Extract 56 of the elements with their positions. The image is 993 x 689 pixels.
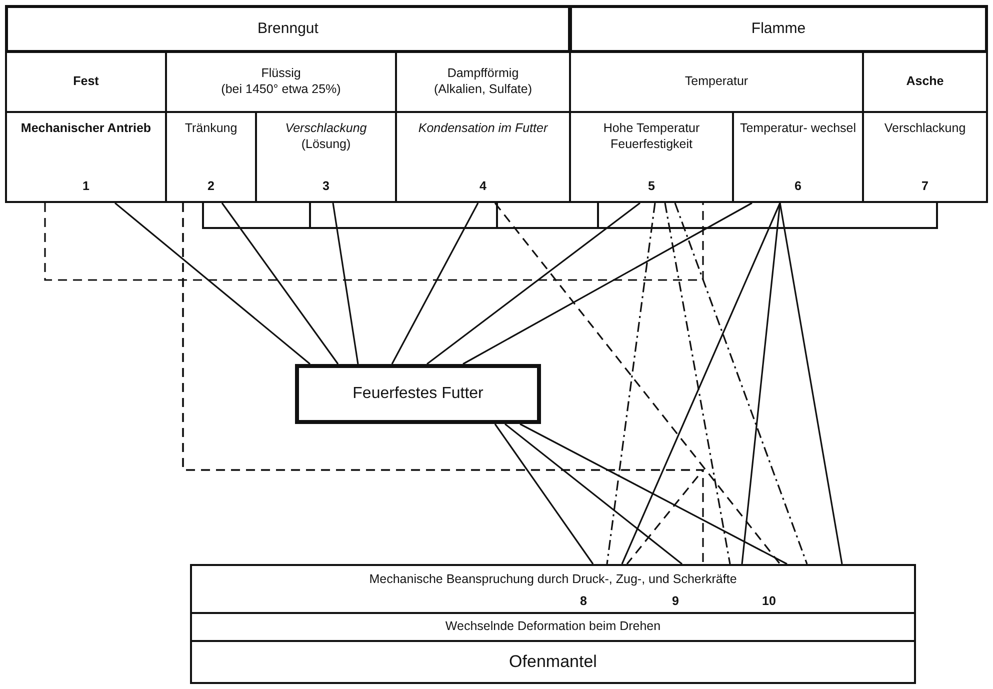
cause-cell	[862, 111, 988, 203]
cell-text: Temperatur	[684, 74, 748, 90]
connector-line	[504, 423, 682, 565]
cell-text: Brenngut	[258, 20, 318, 38]
connector-line	[494, 424, 594, 564]
layer-box	[190, 612, 916, 642]
callout-number: 8	[580, 594, 587, 610]
callout-number: 2	[206, 179, 216, 195]
callout-number: 9	[672, 594, 679, 610]
callout-number: 6	[794, 179, 802, 195]
cell-text: Fest	[73, 74, 99, 90]
connector-line	[606, 202, 656, 564]
layer-box	[190, 640, 916, 684]
cell-text: Wechselnde Deformation beim Drehen	[445, 619, 661, 635]
connector-line	[391, 202, 479, 364]
callout-number: 7	[920, 179, 930, 195]
cell-text: Kondensation im Futter	[418, 121, 548, 137]
connector-line	[494, 202, 781, 564]
connector-line	[462, 202, 752, 365]
cell-text: Verschlackung	[884, 121, 966, 137]
cell-text: Temperatur- wechsel	[740, 121, 856, 137]
cell-text: Hohe Temperatur Feuerfestigkeit	[602, 121, 701, 152]
cell-text: Dampfförmig	[447, 66, 519, 82]
header-cell	[569, 5, 988, 53]
connector-line	[520, 423, 788, 565]
header-cell	[5, 5, 571, 53]
connector-line	[426, 202, 640, 365]
cell-text: (Lösung)	[301, 136, 351, 152]
cell-text: Verschlackung	[285, 121, 367, 137]
callout-number: 5	[647, 179, 656, 195]
connector-line	[44, 203, 704, 281]
cell-text: Flüssig	[261, 66, 301, 82]
cell-text: Mechanische Beanspruchung durch Druck-, Zug-, und Scherkräfte	[368, 572, 738, 588]
load-box	[190, 564, 916, 614]
cell-text: Flamme	[751, 20, 806, 38]
callout-number: 10	[762, 594, 776, 610]
connector-line	[779, 202, 843, 564]
lining-box	[295, 364, 541, 424]
cell-text: (bei 1450° etwa 25%)	[221, 82, 341, 98]
cell-text: Ofenmantel	[509, 651, 597, 673]
cell-text: (Alkalien, Sulfate)	[434, 82, 532, 98]
cell-text: Tränkung	[184, 121, 238, 137]
cell-text: Mechanischer Antrieb	[20, 121, 152, 137]
cell-text: Asche	[906, 74, 944, 90]
connector-line	[221, 202, 339, 364]
callout-number: 4	[478, 179, 488, 195]
connector-line	[741, 202, 781, 564]
cell-text: Feuerfestes Futter	[352, 384, 484, 404]
connector-line	[621, 202, 781, 564]
callout-number: 1	[82, 179, 90, 195]
cause-cell	[5, 111, 167, 203]
connector-line	[114, 202, 310, 365]
connector-line	[332, 202, 359, 364]
connector-line	[674, 202, 808, 564]
callout-number: 3	[322, 179, 330, 195]
connector-line	[664, 202, 731, 564]
